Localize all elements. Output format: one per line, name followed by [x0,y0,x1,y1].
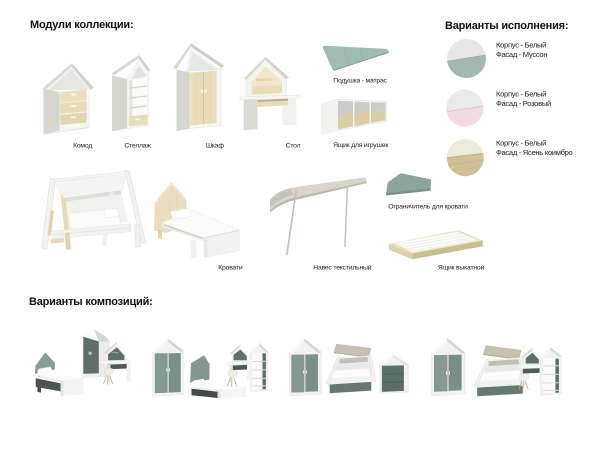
svg-text:Фасад - Муссон: Фасад - Муссон [496,50,547,59]
svg-text:Модули коллекции:: Модули коллекции: [30,19,133,31]
svg-text:Кровати: Кровати [218,265,243,272]
svg-text:Стеллаж: Стеллаж [124,143,151,150]
svg-text:Фасад - Розовый: Фасад - Розовый [496,99,551,108]
svg-text:Корпус - Белый: Корпус - Белый [496,90,546,99]
svg-text:Варианты исполнения:: Варианты исполнения: [445,20,568,32]
svg-text:Корпус - Белый: Корпус - Белый [496,139,546,148]
svg-text:Ящик выкатной: Ящик выкатной [438,264,485,272]
svg-text:Варианты композиций:: Варианты композиций: [29,296,153,308]
svg-text:Фасад - Ясень коимбро: Фасад - Ясень коимбро [496,148,573,157]
svg-text:Комод: Комод [73,143,92,150]
svg-text:Подушка - матрас: Подушка - матрас [333,78,387,85]
svg-text:Ограничитель для кровати: Ограничитель для кровати [388,204,468,211]
svg-text:Навес текстильный: Навес текстильный [313,264,371,272]
svg-text:Корпус - Белый: Корпус - Белый [496,41,546,50]
svg-text:Стол: Стол [286,143,301,150]
svg-text:Ящик для игрушек: Ящик для игрушек [333,142,388,149]
svg-text:Шкаф: Шкаф [206,143,225,150]
